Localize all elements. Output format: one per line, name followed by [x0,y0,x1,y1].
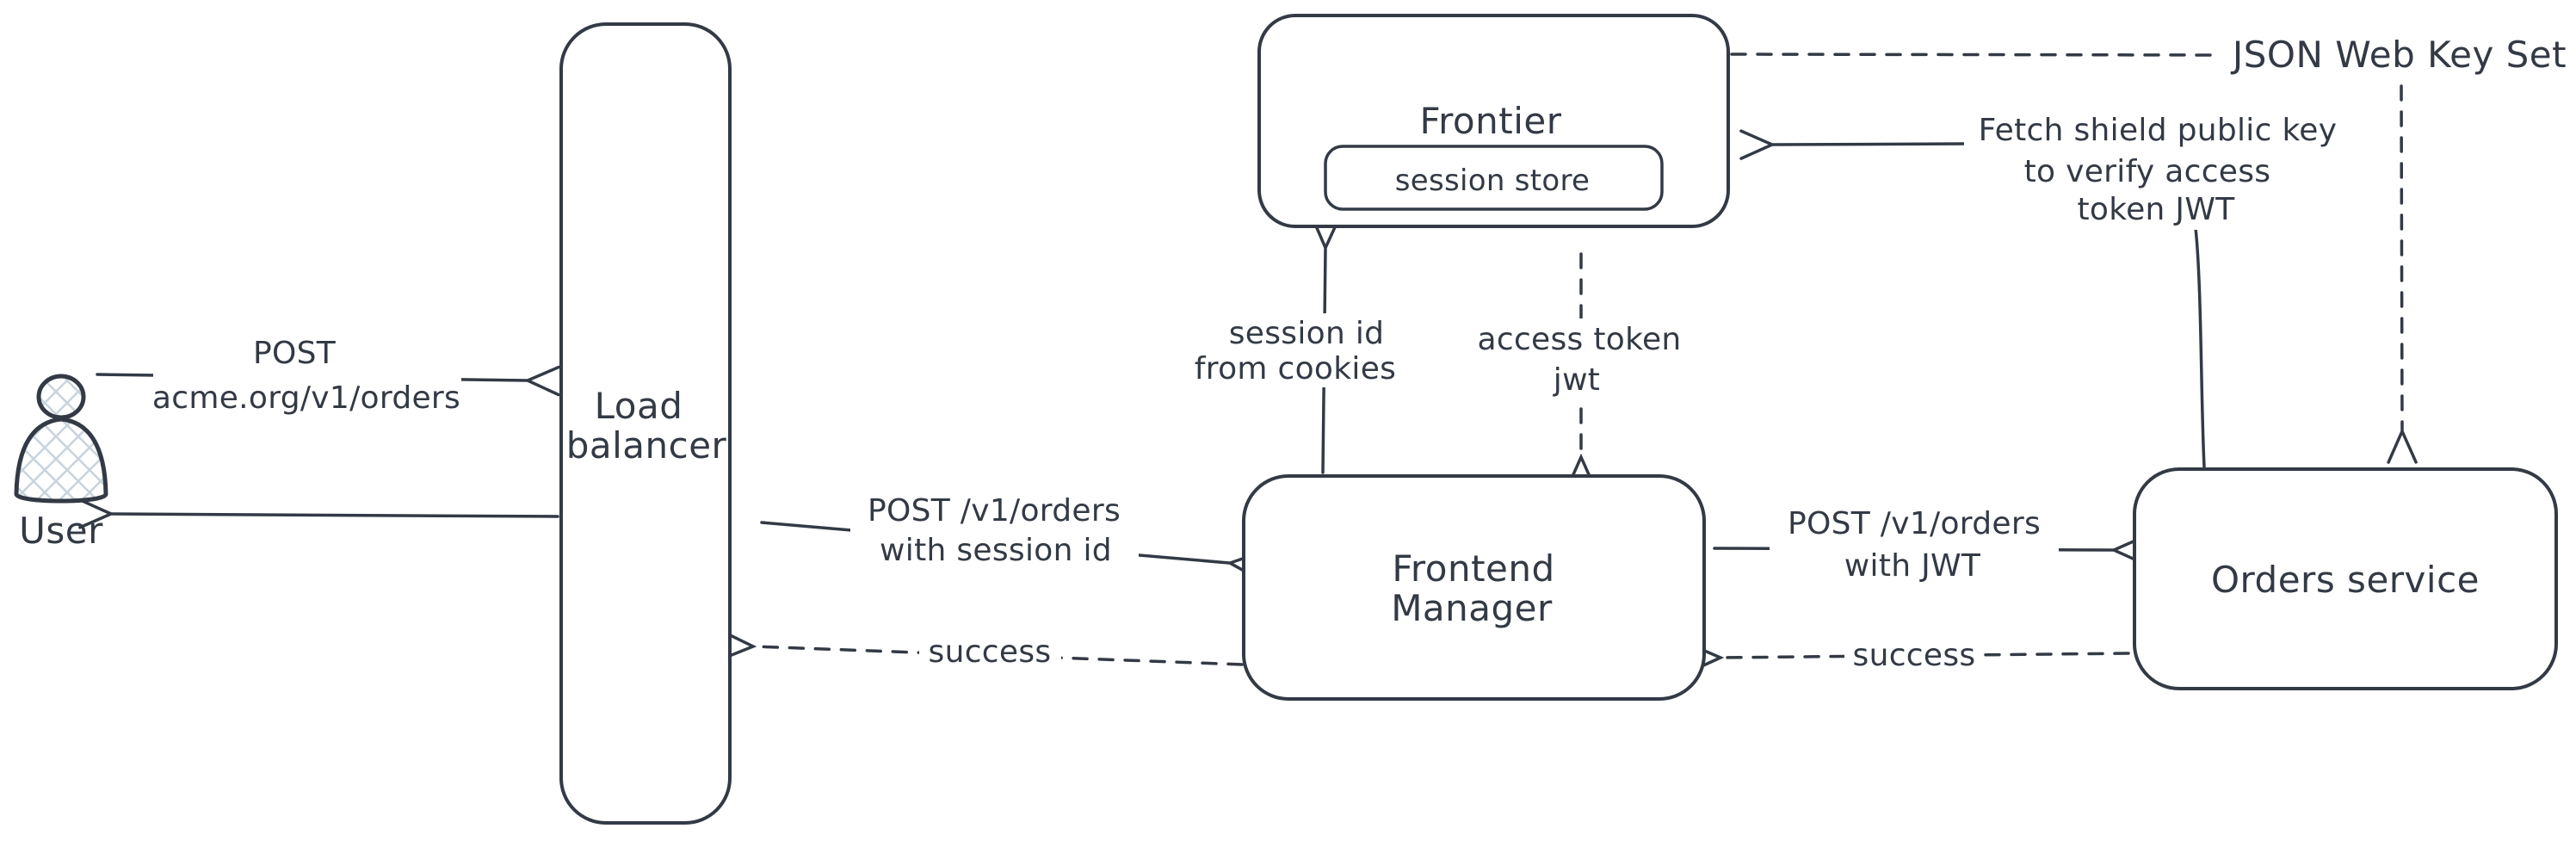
edge-label-orders-to-fm-success: success [1844,638,1984,673]
load-balancer-node: Load balancer [559,22,732,825]
edge-label-fetch-shield-key: Fetch shield public key to verify access… [1964,107,2351,230]
edge-label-jwt: jwt [1553,362,1600,398]
frontend-manager-node: Frontend Manager [1242,474,1706,701]
edge-label-with-session-id: with session id [880,533,1112,568]
frontier-label: Frontier [1419,100,1561,142]
orders-service-label: Orders service [2211,559,2480,601]
user-label: User [19,510,103,552]
edge-label-success-left: success [929,634,1052,670]
session-store-box [1324,145,1664,211]
edge-jwks-to-orders [2387,84,2418,464]
edge-label-fetch-line2: to verify access [2024,154,2271,189]
edge-orders-to-fm-success [1688,642,2130,674]
load-balancer-label-line1: Load [595,385,683,427]
user-node: User [14,374,108,552]
edge-label-access-token-line1: access token [1477,322,1681,357]
edge-label-post-orders: POST /v1/orders [868,493,1121,529]
load-balancer-label-line2: balancer [566,424,727,467]
frontend-manager-label-line2: Manager [1391,587,1553,629]
edge-label-user-to-lb: POST acme.org/v1/orders [152,336,461,418]
orders-service-box [2133,467,2558,690]
label-bg [153,337,461,418]
edge-label-from-cookies: from cookies [1195,351,1396,386]
label-bg [1463,318,1696,399]
edge-lb-to-user [78,498,559,529]
load-balancer-box [559,22,732,825]
frontend-manager-box [1242,474,1706,701]
edge-label-fm-to-orders: POST /v1/orders with JWT [1770,503,2059,585]
edge-label-fetch-line3: token JWT [2077,192,2235,227]
user-icon [36,374,86,420]
edge-label-lb-to-fm: POST /v1/orders with session id [850,489,1139,570]
edge-label-fetch-line1: Fetch shield public key [1979,113,2338,148]
edge-frontier-to-jwks [1730,53,2221,57]
jwks-label: JSON Web Key Set [2230,34,2567,76]
orders-service-node: Orders service [2133,467,2558,690]
edge-label-post-orders-jwt: POST /v1/orders [1788,506,2041,541]
label-bg [850,489,1139,570]
frontier-node: Frontier session store [1257,14,1730,228]
session-store-label: session store [1395,164,1591,198]
user-body-icon [14,417,108,504]
label-bg [1964,107,2351,230]
edge-label-session-id-cookies: session id from cookies [1195,313,1396,387]
label-bg [1770,503,2059,585]
label-bg [1202,313,1389,387]
edge-label-session-id: session id [1229,316,1385,351]
edge-label-post: POST [253,336,337,371]
label-bg [1844,639,1984,673]
edge-label-access-token: access token jwt [1463,318,1696,399]
edge-label-acme-url: acme.org/v1/orders [152,380,460,416]
frontend-manager-label-line1: Frontend [1392,547,1554,590]
edge-label-with-jwt: with JWT [1844,548,1981,584]
label-bg [919,634,1061,670]
edge-label-success-right: success [1853,638,1976,673]
edge-label-fm-to-lb-success: success [919,634,1061,670]
